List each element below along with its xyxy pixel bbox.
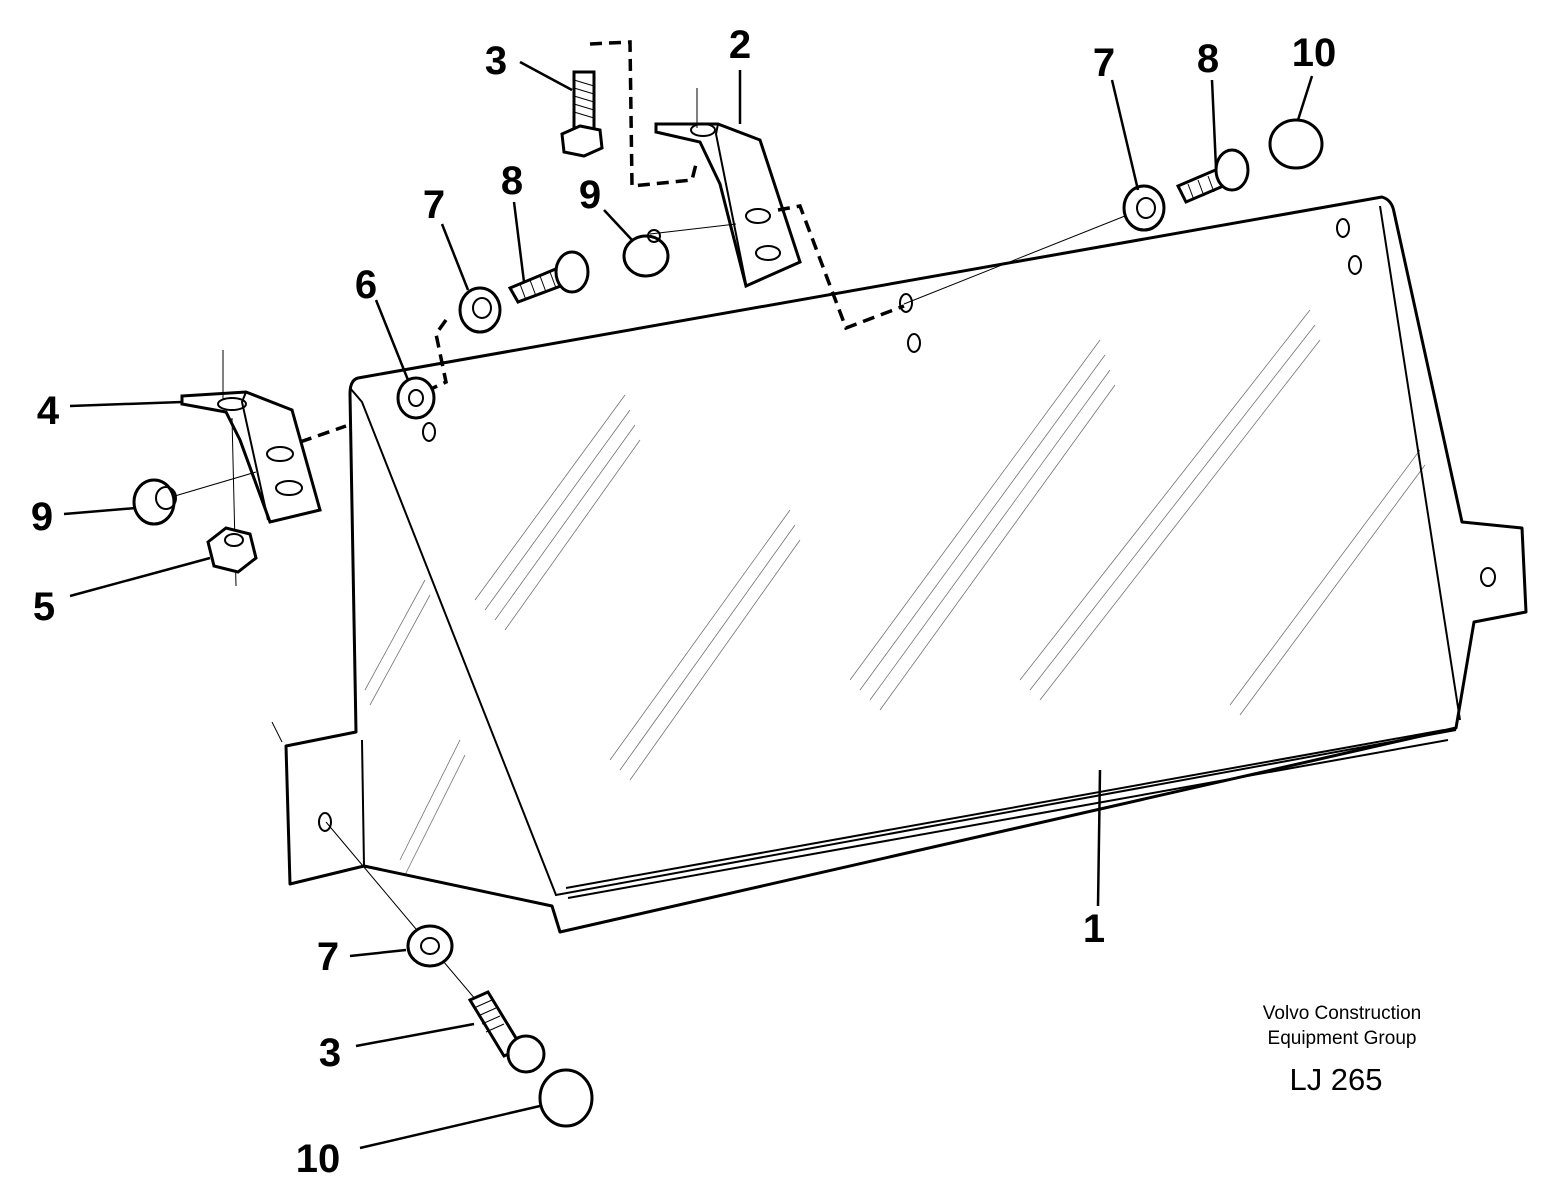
callout-1: 1 — [1083, 907, 1105, 951]
spacer-6 — [396, 376, 436, 420]
nut-5 — [206, 526, 258, 574]
bracket-4 — [180, 350, 322, 587]
leader-lines — [63, 60, 1314, 1150]
callout-4: 4 — [37, 389, 60, 433]
bolt-3-top — [560, 70, 604, 158]
callout-6: 6 — [355, 263, 377, 307]
bolt-8-right — [1175, 148, 1250, 204]
assembly-path-bracket4 — [299, 424, 347, 444]
credit-line-2: Equipment Group — [1268, 1028, 1417, 1049]
bolt-3-bottom — [467, 990, 546, 1074]
nut-9-left — [132, 478, 177, 526]
nut-9-mid — [622, 229, 670, 278]
callout-7-right: 7 — [1093, 41, 1115, 85]
washer-7-mid — [458, 286, 502, 334]
callout-10-right: 10 — [1292, 31, 1337, 75]
callout-2: 2 — [729, 23, 751, 67]
callout-3-top: 3 — [485, 39, 507, 83]
assembly-path-top — [589, 40, 698, 188]
callout-3-bottom: 3 — [319, 1031, 341, 1075]
cap-10-right — [1268, 118, 1324, 170]
callout-9-mid: 9 — [579, 173, 601, 217]
washer-7-right — [1122, 184, 1166, 232]
callout-labels: 3 2 7 8 9 6 4 9 5 7 8 10 1 7 3 10 — [31, 23, 1336, 1181]
callout-8-right: 8 — [1197, 37, 1219, 81]
callout-10-bottom: 10 — [296, 1137, 341, 1181]
cap-10-bottom — [538, 1068, 594, 1128]
callout-5: 5 — [33, 585, 55, 629]
credit-line-1: Volvo Construction — [1263, 1003, 1421, 1024]
glass-shield-panel — [271, 195, 1528, 934]
credit-block: Volvo Construction Equipment Group LJ 26… — [1263, 1003, 1421, 1097]
callout-7-left: 7 — [423, 183, 445, 227]
callout-9-left: 9 — [31, 495, 53, 539]
bracket-2 — [654, 88, 802, 289]
bolt-8-mid — [507, 250, 590, 304]
assembly-path-bracket2 — [777, 204, 905, 331]
drawing-code: LJ 265 — [1289, 1062, 1382, 1097]
callout-8-mid: 8 — [501, 159, 523, 203]
callout-7-bottom: 7 — [317, 935, 339, 979]
washer-7-bottom — [406, 924, 454, 968]
glass-reflection-hatching — [364, 309, 1426, 876]
